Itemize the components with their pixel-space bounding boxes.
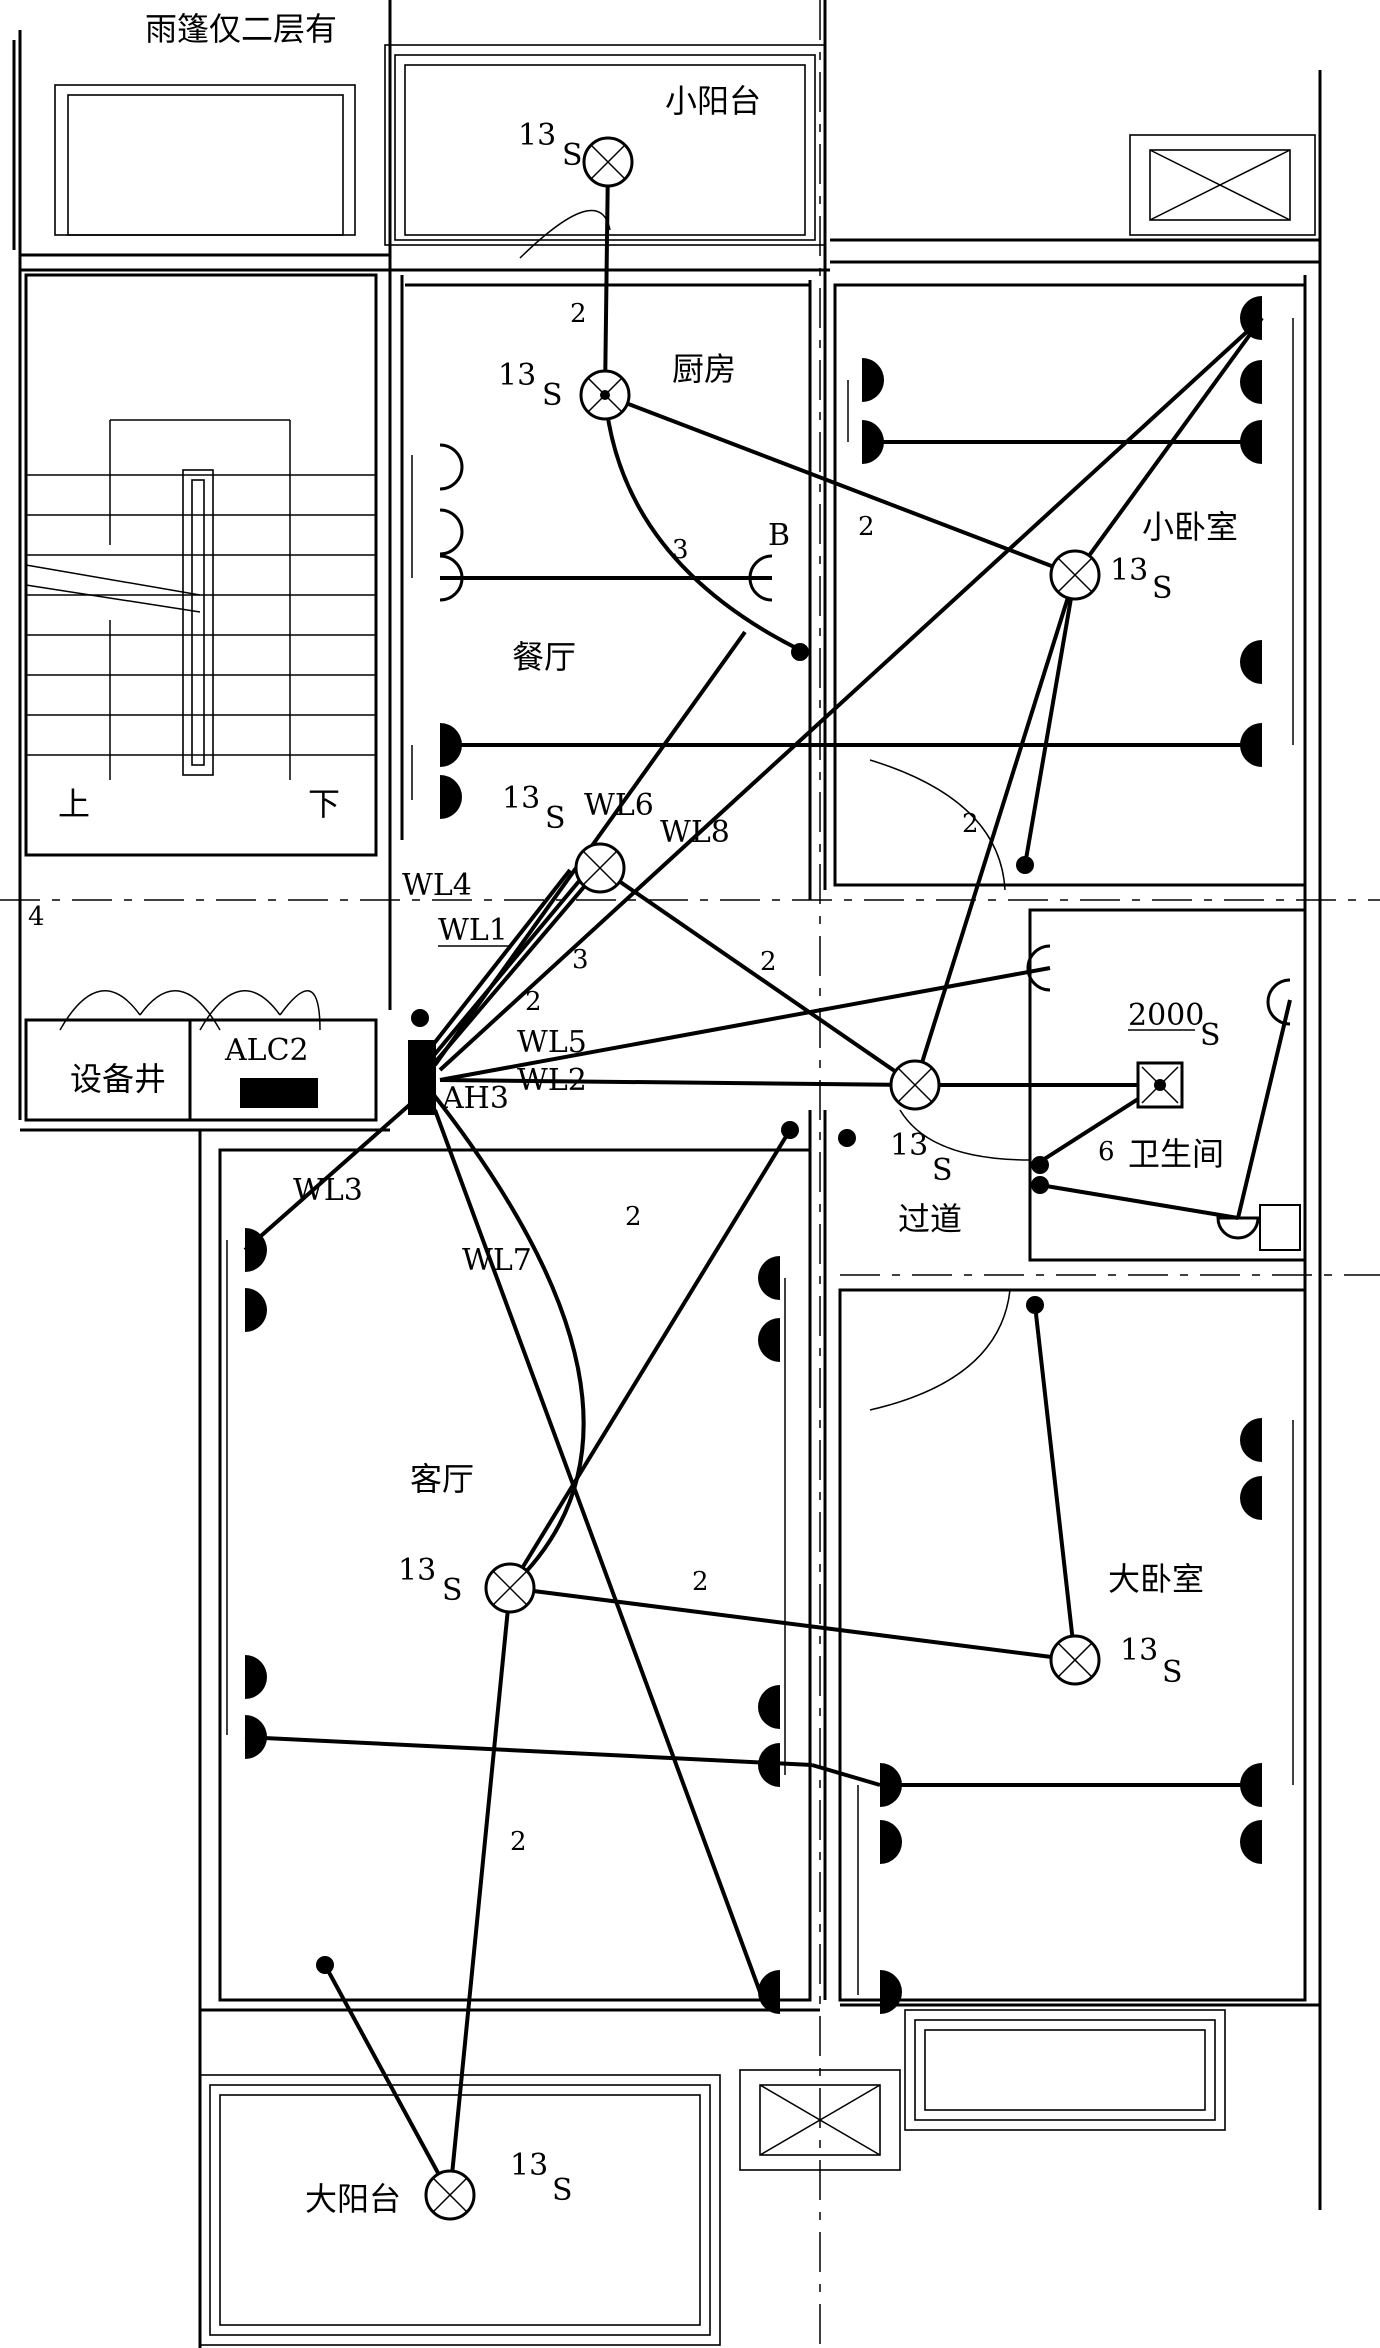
spec-small-bedroom-type: S	[1152, 571, 1173, 606]
lamp-small-bedroom	[1049, 549, 1101, 601]
count-stair: 4	[28, 902, 45, 932]
staircase: 上 下	[25, 419, 376, 823]
room-labels: 雨篷仅二层有 小阳台 厨房 餐厅 小卧室 卫生间 过道 客厅 大卧室 大阳台 设…	[70, 10, 1238, 2218]
bath-heater-lamp	[1136, 1061, 1184, 1109]
stair-down-label: 下	[308, 785, 340, 823]
wiring	[226, 161, 1294, 2196]
bathroom-label: 卫生间	[1128, 1135, 1224, 1173]
count-bedroom-switch: 2	[962, 809, 979, 839]
small-balcony-label: 小阳台	[665, 82, 761, 120]
count-living-curve: 2	[625, 1202, 642, 1232]
spec-master-watts: 13	[1120, 1633, 1158, 1668]
spec-corridor-type: S	[932, 1153, 953, 1188]
spec-bath-type: S	[1200, 1018, 1221, 1053]
corridor-label: 过道	[898, 1200, 962, 1238]
spec-master-type: S	[1162, 1655, 1183, 1690]
count-living-master: 2	[692, 1567, 709, 1597]
wire-count-labels: 2 3 2 2 3 2 2 6 2 2 2 4	[28, 299, 1115, 1857]
equipment-shaft-label: 设备井	[70, 1060, 166, 1098]
lamps	[424, 136, 1184, 2221]
count-corridor: 2	[760, 947, 777, 977]
spec-dining-watts: 13	[502, 781, 540, 816]
lamp-kitchen	[579, 369, 631, 421]
spec-big-balcony-watts: 13	[510, 2148, 548, 2183]
alc2-panel	[240, 1078, 318, 1108]
count-kitchen-curve: 3	[672, 535, 689, 565]
small-bedroom-label: 小卧室	[1142, 508, 1238, 546]
living-label: 客厅	[410, 1460, 474, 1498]
lamp-master-bedroom	[1049, 1634, 1101, 1686]
spec-dining-type: S	[545, 801, 566, 836]
spec-kitchen-watts: 13	[498, 358, 536, 393]
spec-big-balcony-type: S	[552, 2173, 573, 2208]
canopy-label: 雨篷仅二层有	[145, 10, 337, 48]
lamp-big-balcony	[424, 2169, 476, 2221]
doors	[59, 209, 1031, 1411]
ah3-label: AH3	[441, 1081, 509, 1116]
lamp-balcony	[582, 136, 634, 188]
kitchen-label: 厨房	[672, 350, 736, 388]
alc2-label: ALC2	[224, 1033, 309, 1068]
count-kitchen-bedroom: 2	[858, 512, 875, 542]
count-dining-2: 2	[525, 987, 542, 1017]
wl7-label: WL7	[462, 1243, 532, 1278]
wl1-label: WL1	[438, 913, 508, 948]
wl2-label: WL2	[517, 1063, 587, 1098]
wl3-label: WL3	[293, 1173, 363, 1208]
master-bedroom-label: 大卧室	[1108, 1560, 1204, 1598]
count-bath: 6	[1098, 1137, 1115, 1167]
sockets: B	[245, 296, 1301, 2014]
lamp-living	[484, 1562, 536, 1614]
spec-kitchen-type: S	[542, 378, 563, 413]
spec-living-watts: 13	[398, 1553, 436, 1588]
switches	[316, 643, 1049, 1974]
lamp-specs: 13 S 13 S 13 S 13 S 2000 S 13 S 13 S 13 …	[398, 118, 1221, 2208]
count-kitchen: 2	[570, 299, 587, 329]
wl6-label: WL6	[584, 788, 654, 823]
wl4-label: WL4	[402, 868, 472, 903]
stair-up-label: 上	[58, 785, 90, 823]
spec-living-type: S	[442, 1573, 463, 1608]
count-dining-3: 3	[572, 945, 589, 975]
ah3-panel	[408, 1040, 436, 1115]
socket-b-label: B	[768, 518, 790, 553]
spec-small-bedroom-watts: 13	[1110, 553, 1148, 588]
wl8-label: WL8	[660, 815, 730, 850]
big-balcony-label: 大阳台	[305, 2180, 401, 2218]
spec-corridor-watts: 13	[890, 1128, 928, 1163]
count-living-balcony: 2	[510, 1827, 527, 1857]
lamp-corridor	[889, 1059, 941, 1111]
circuit-labels: WL4 WL1 WL6 WL8 WL5 WL2 WL3 WL7	[293, 788, 730, 1278]
spec-balcony-watts: 13	[518, 118, 556, 153]
spec-bath-watts: 2000	[1128, 998, 1204, 1033]
spec-balcony-type: S	[562, 138, 583, 173]
dining-label: 餐厅	[512, 638, 576, 676]
lamp-dining	[574, 842, 626, 894]
wl5-label: WL5	[517, 1025, 587, 1060]
distribution-panels: ALC2 AH3	[224, 1033, 509, 1116]
